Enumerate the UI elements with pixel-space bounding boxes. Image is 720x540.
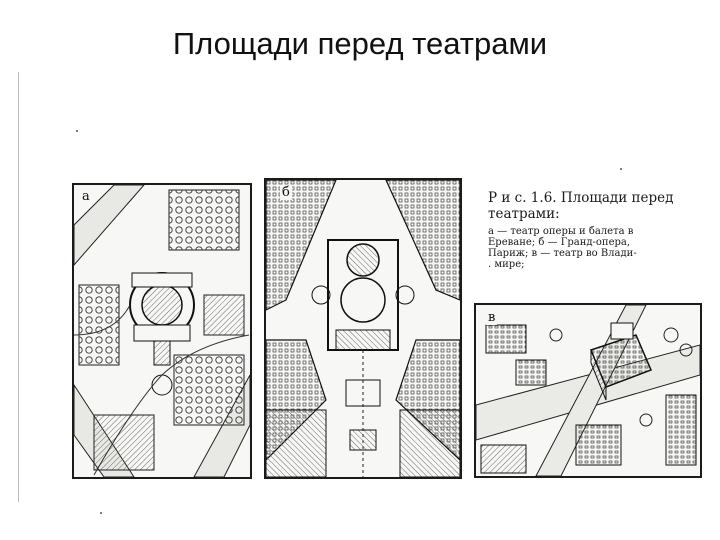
figure-panel-b: б (264, 178, 462, 479)
panel-letter-c: в (486, 310, 498, 325)
slide-title: Площади перед театрами (172, 26, 548, 61)
scan-speck (76, 130, 78, 132)
caption-body-line: . мире; (488, 259, 525, 270)
figure-panel-c: в (474, 303, 702, 478)
scan-speck (100, 512, 102, 514)
caption-title-line: Р и с. 1.6. Площади перед (488, 190, 674, 206)
figure-caption: Р и с. 1.6. Площади перед театрами: а — … (488, 190, 700, 270)
plan-drawing-yerevan-opera (74, 185, 250, 477)
figure-panel-a: а (72, 183, 252, 479)
aerial-drawing-vladimir-theatre (476, 305, 700, 476)
caption-body-line: Париж; в — театр во Влади- (488, 248, 637, 259)
caption-body: а — театр оперы и балета в Ереване; б — … (488, 226, 700, 270)
plan-drawing-paris-opera (266, 180, 460, 477)
caption-title-line: театрами: (488, 206, 560, 222)
scan-margin-line (18, 72, 19, 502)
caption-title: Р и с. 1.6. Площади перед театрами: (488, 190, 700, 222)
panel-letter-a: а (80, 189, 92, 204)
caption-body-line: а — театр оперы и балета в (488, 226, 634, 237)
scan-speck (620, 168, 622, 170)
panel-letter-b: б (280, 185, 292, 200)
caption-body-line: Ереване; б — Гранд-опера, (488, 237, 631, 248)
